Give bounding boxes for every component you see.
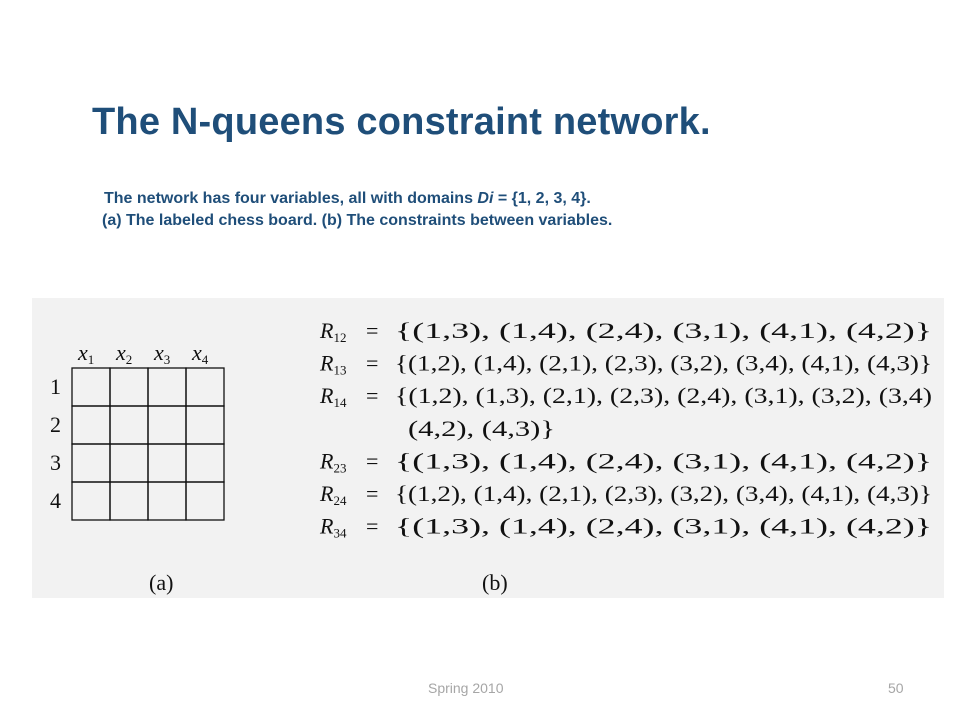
footer-date: Spring 2010 <box>428 680 504 696</box>
equals-sign: = <box>366 514 378 539</box>
constraint-pairs: {(1,3), (1,4), (2,4), (3,1), (4,1), (4,2… <box>395 514 932 539</box>
column-label: x3 <box>153 340 170 367</box>
slide-title: The N-queens constraint network. <box>92 101 711 143</box>
subtitle-line-1-post: = {1, 2, 3, 4}. <box>493 190 591 207</box>
slide-subtitle: The network has four variables, all with… <box>102 188 924 232</box>
n-queens-figure: x1 x2 x3 x4 1 2 3 4 R12 = {(1,3), (1,4), (2,4), (… <box>50 318 932 595</box>
constraint-pairs: {(1,2), (1,3), (2,1), (2,3), (2,4), (3,1… <box>395 383 932 408</box>
constraint-name: R34 <box>319 514 347 541</box>
board-cell <box>147 405 187 445</box>
chess-board: x1 x2 x3 x4 1 2 3 4 <box>50 340 225 521</box>
board-cell <box>71 443 111 483</box>
subtitle-line-1-pre: The network has four variables, all with… <box>104 190 478 207</box>
constraint-pairs: {(1,2), (1,4), (2,1), (2,3), (3,2), (3,4… <box>395 481 932 506</box>
constraint-list: R12 = {(1,3), (1,4), (2,4), (3,1), (4,1), … <box>319 318 932 541</box>
footer-page-number: 50 <box>888 680 904 696</box>
equals-sign: = <box>366 318 378 343</box>
board-cell <box>147 481 187 521</box>
domain-variable: Di <box>477 190 494 207</box>
row-label: 4 <box>50 488 61 513</box>
subtitle-line-1: The network has four variables, all with… <box>104 188 924 210</box>
column-label: x4 <box>191 340 209 367</box>
constraint-name: R14 <box>319 383 347 410</box>
board-cell <box>147 443 187 483</box>
figure-panel: x1 x2 x3 x4 1 2 3 4 R12 = {(1,3), (1,4), (2,4), (… <box>32 298 944 598</box>
board-cell <box>109 367 149 407</box>
equals-sign: = <box>366 481 378 506</box>
board-cell <box>185 443 225 483</box>
board-cell <box>185 405 225 445</box>
row-label: 3 <box>50 450 61 475</box>
caption-a: (a) <box>149 570 173 595</box>
constraint-pairs: {(1,2), (1,4), (2,1), (2,3), (3,2), (3,4… <box>395 351 932 376</box>
equals-sign: = <box>366 448 378 473</box>
constraint-name: R13 <box>319 351 346 378</box>
caption-b: (b) <box>482 570 508 595</box>
constraint-name: R24 <box>319 481 347 508</box>
column-label: x1 <box>77 340 94 367</box>
board-cell <box>185 367 225 407</box>
board-cell <box>185 481 225 521</box>
board-cell <box>109 443 149 483</box>
column-label: x2 <box>115 340 132 367</box>
constraint-pairs: {(1,3), (1,4), (2,4), (3,1), (4,1), (4,2… <box>395 318 932 343</box>
constraint-pairs: (4,2), (4,3)} <box>408 416 555 441</box>
board-cell <box>109 405 149 445</box>
constraint-name: R23 <box>319 448 346 475</box>
row-label: 2 <box>50 412 61 437</box>
board-cell <box>109 481 149 521</box>
constraint-pairs: {(1,3), (1,4), (2,4), (3,1), (4,1), (4,2… <box>395 448 932 473</box>
board-cell <box>71 367 111 407</box>
constraint-name: R12 <box>319 318 346 345</box>
board-cell <box>71 481 111 521</box>
board-cell <box>147 367 187 407</box>
board-cell <box>71 405 111 445</box>
row-label: 1 <box>50 374 61 399</box>
equals-sign: = <box>366 383 378 408</box>
equals-sign: = <box>366 351 378 376</box>
subtitle-line-2: (a) The labeled chess board. (b) The con… <box>102 212 613 229</box>
